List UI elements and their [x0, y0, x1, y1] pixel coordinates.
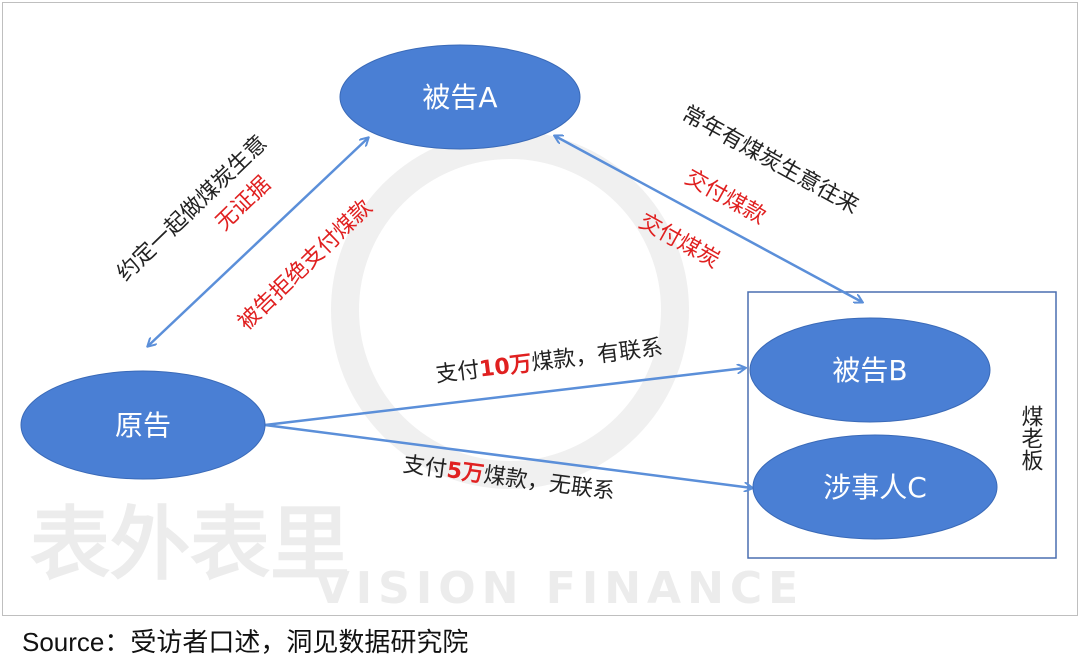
watermark-cn: 表外表里 — [30, 498, 350, 591]
watermark-logo: 表外表里 VISION FINANCE — [30, 131, 805, 614]
edge-plaintiff-c — [264, 423, 752, 488]
edge-plaintiff-a — [148, 138, 368, 346]
label-paid-100k: 支付10万煤款，有联系 — [434, 335, 664, 388]
node-c — [752, 434, 998, 540]
node-a — [339, 44, 581, 150]
group-label: 煤老板 — [1018, 405, 1044, 471]
edge-plaintiff-b — [264, 368, 745, 427]
label-long-term-business: 常年有煤炭生意往来 — [677, 101, 862, 219]
diagram-frame — [2, 2, 1078, 616]
coal-boss-group-box — [747, 291, 1057, 559]
node-a-label: 被告A — [422, 81, 497, 114]
node-plaintiff — [20, 370, 266, 480]
source-note: Source：受访者口述，洞见数据研究院 — [22, 627, 469, 657]
node-b-label: 被告B — [832, 354, 907, 387]
node-b — [749, 317, 991, 423]
watermark-en: VISION FINANCE — [316, 563, 805, 614]
edge-a-b — [555, 136, 862, 302]
node-plaintiff-label: 原告 — [115, 409, 171, 442]
relationship-diagram: 表外表里 VISION FINANCE 煤老板 被告A 原告 被告B 涉事人C … — [20, 44, 1057, 614]
node-c-label: 涉事人C — [823, 471, 927, 504]
label-pay-coal-money: 交付煤款 — [681, 165, 770, 230]
